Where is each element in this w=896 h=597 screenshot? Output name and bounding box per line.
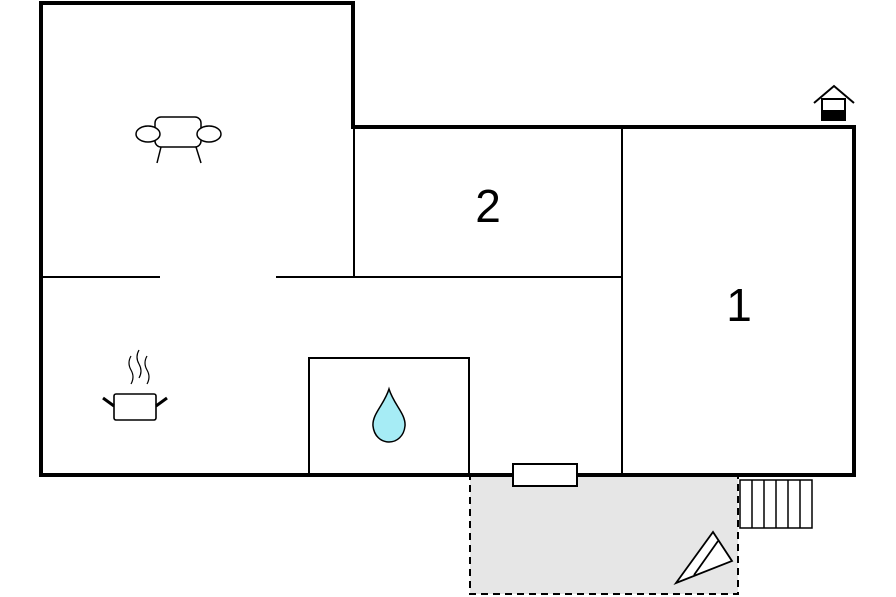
terrace: [469, 475, 739, 595]
sofa-icon: [135, 116, 222, 164]
cooking-pot-icon: [102, 349, 168, 421]
room-label-2: 2: [475, 180, 501, 232]
window: [512, 463, 578, 487]
sun-lounger-icon: [673, 530, 734, 585]
interior-walls: [41, 127, 623, 475]
house-entrance-icon: [813, 84, 855, 121]
water-drop-icon: [372, 386, 406, 443]
stairs-icon: [739, 479, 813, 529]
outer-walls: [39, 1, 856, 477]
room-label-1: 1: [726, 279, 752, 331]
